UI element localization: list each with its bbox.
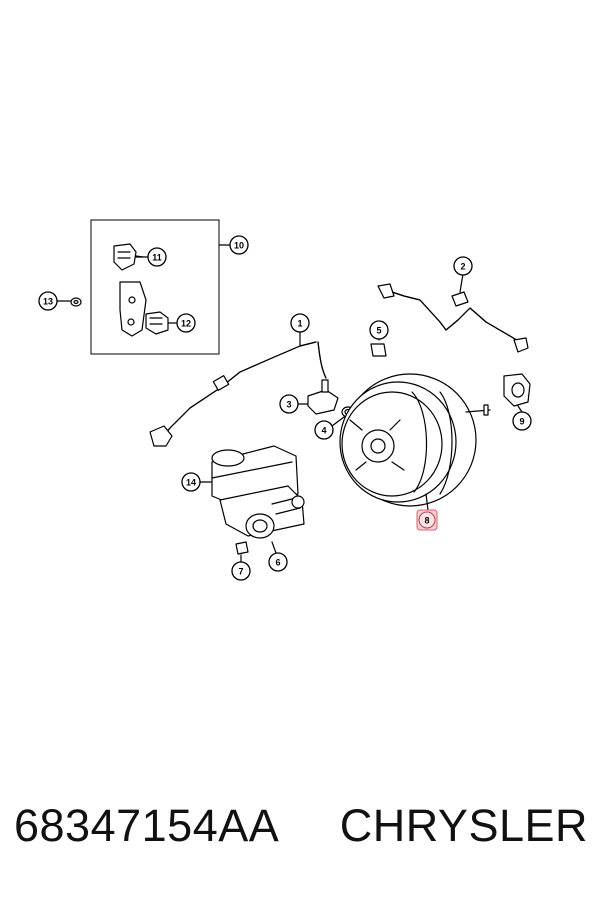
callout-6: 6 <box>268 552 288 572</box>
vacuum-line-part-2 <box>377 273 529 353</box>
callout-12: 12 <box>176 313 196 333</box>
callout-3: 3 <box>279 394 299 414</box>
master-cylinder-part-6 <box>199 445 305 554</box>
svg-text:1: 1 <box>297 319 302 329</box>
callout-14: 14 <box>181 472 201 492</box>
vacuum-hose-part-1 <box>149 329 327 447</box>
callout-9: 9 <box>512 411 532 431</box>
callout-13: 13 <box>38 291 58 311</box>
callout-4: 4 <box>314 420 334 440</box>
svg-text:2: 2 <box>460 262 465 272</box>
svg-text:13: 13 <box>43 297 53 307</box>
svg-text:11: 11 <box>152 253 162 263</box>
svg-text:7: 7 <box>238 567 243 577</box>
nut-part-7 <box>235 541 249 564</box>
callout-1: 1 <box>290 313 310 333</box>
footer: 68347154AA CHRYSLER <box>0 800 600 870</box>
svg-text:6: 6 <box>275 558 280 568</box>
svg-text:10: 10 <box>234 241 244 251</box>
callout-2: 2 <box>453 256 473 276</box>
check-valve-part-3 <box>297 379 339 415</box>
bracket-part <box>119 281 147 337</box>
svg-text:5: 5 <box>376 326 381 336</box>
part-number: 68347154AA <box>14 800 280 851</box>
svg-text:14: 14 <box>186 478 196 488</box>
svg-text:9: 9 <box>519 417 524 427</box>
brand-name: CHRYSLER <box>339 800 588 851</box>
svg-text:4: 4 <box>321 426 326 436</box>
connector-part-12 <box>145 311 177 335</box>
callout-7: 7 <box>231 561 251 581</box>
nut-part-13 <box>56 297 82 307</box>
callout-8: 8 <box>416 509 438 531</box>
subassembly-box <box>90 219 220 355</box>
sensor-part-11 <box>113 243 149 271</box>
svg-text:8: 8 <box>424 516 429 526</box>
svg-text:3: 3 <box>286 400 291 410</box>
svg-text:12: 12 <box>181 319 191 329</box>
callout-10: 10 <box>229 235 249 255</box>
callout-5: 5 <box>369 320 389 340</box>
bracket-part-9 <box>503 373 531 413</box>
brake-booster-part-8 <box>339 373 491 511</box>
callout-11: 11 <box>147 247 167 267</box>
